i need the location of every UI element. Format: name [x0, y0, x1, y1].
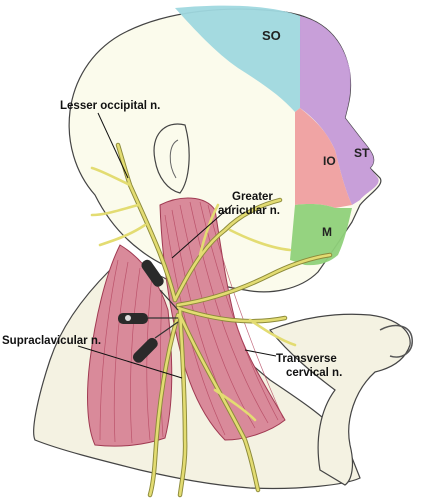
- zone-io: [295, 108, 352, 208]
- muscle-trapezius: [87, 244, 173, 447]
- nerve-lesser-occipital: [116, 143, 177, 302]
- nerves: [90, 142, 333, 498]
- zone-label-so: SO: [262, 28, 281, 43]
- nerve-supraclavicular: [178, 308, 187, 497]
- zone-so: [175, 5, 301, 112]
- clavicle-right: [379, 324, 413, 358]
- leader-lines: [77, 112, 277, 379]
- needle-upper-icon: [141, 259, 179, 311]
- label-transverse-cervical-line1: Transverse: [276, 353, 337, 365]
- ear: [153, 123, 190, 194]
- nerve-greater-auricular: [173, 198, 282, 302]
- ear-inner: [169, 139, 179, 179]
- zone-label-io: IO: [323, 154, 336, 168]
- label-greater-auricular-line1: Greater: [232, 191, 273, 203]
- needles: [118, 259, 179, 363]
- nerve-transverse-cervical: [176, 253, 332, 307]
- label-supraclavicular: Supraclavicular n.: [2, 335, 101, 347]
- needle-lower-icon: [132, 321, 179, 363]
- needle-middle-icon: [118, 313, 178, 324]
- label-greater-auricular-line2: auricular n.: [218, 205, 280, 217]
- label-lesser-occipital: Lesser occipital n.: [60, 100, 160, 112]
- zone-label-st: ST: [354, 146, 370, 160]
- shoulder-right: [269, 313, 411, 486]
- zone-m: [290, 204, 352, 266]
- label-transverse-cervical-line2: cervical n.: [286, 367, 342, 379]
- zone-st: [300, 16, 379, 205]
- zone-label-m: M: [322, 225, 332, 239]
